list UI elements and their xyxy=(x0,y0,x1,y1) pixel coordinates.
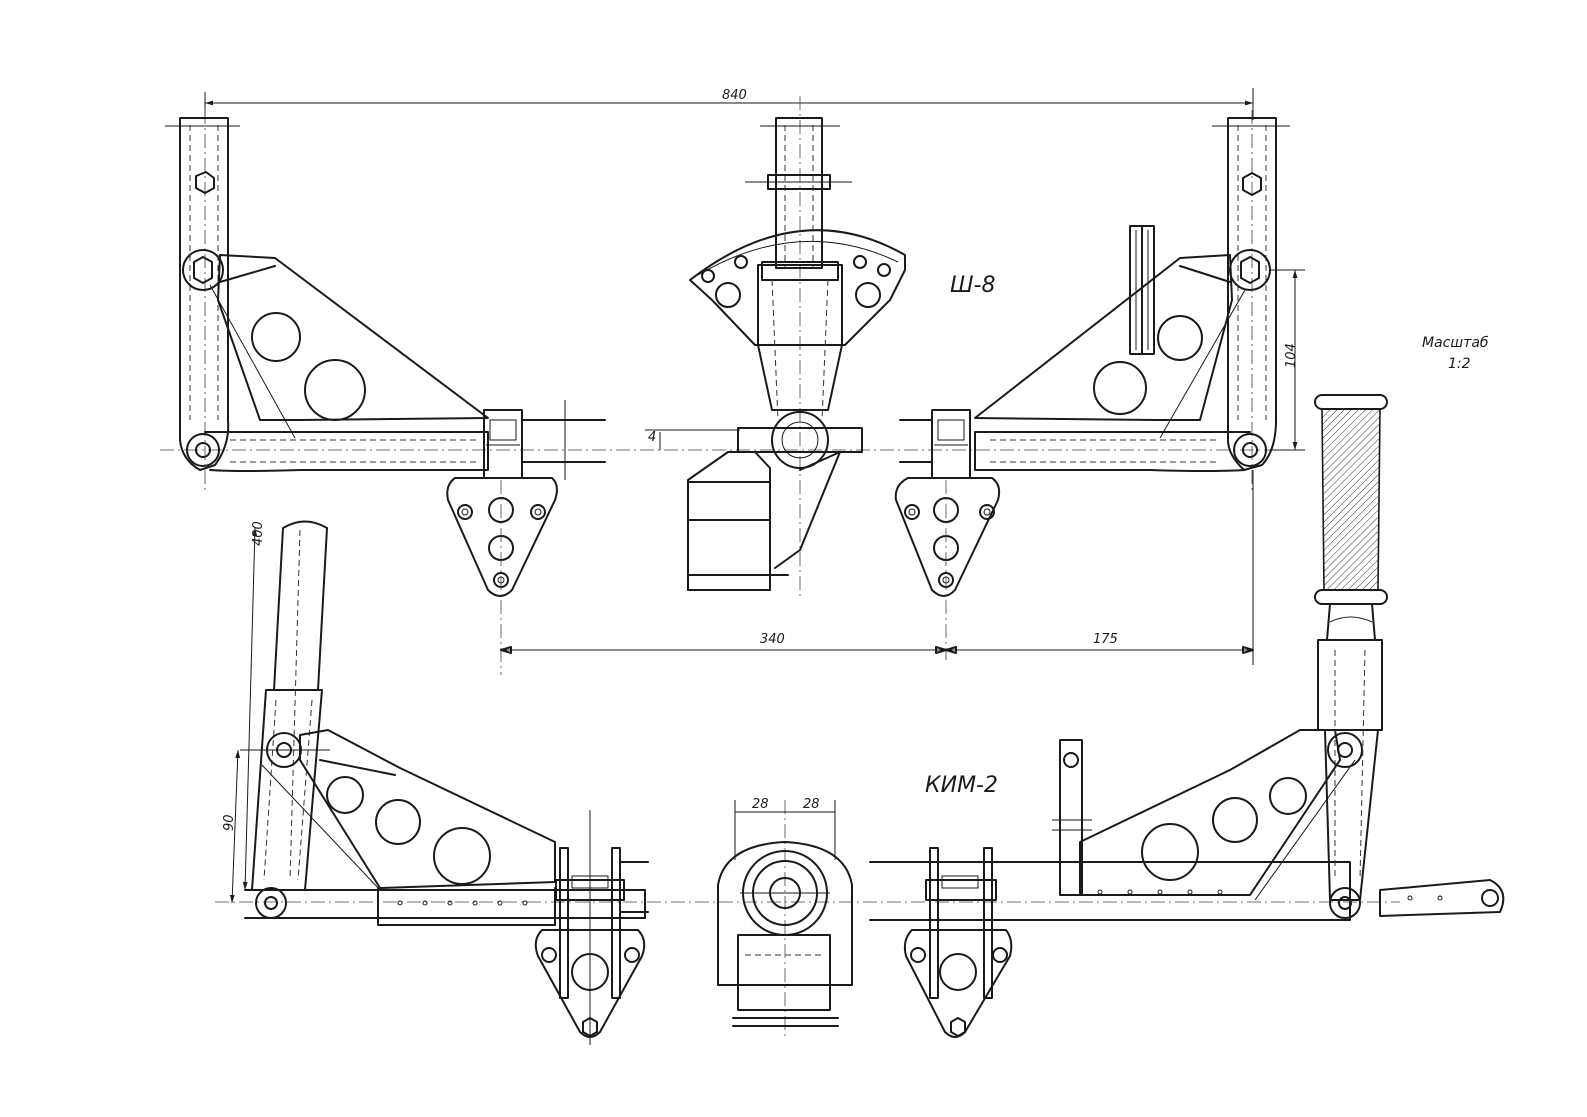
tube-rivets xyxy=(397,900,528,906)
dim-hub-left: 28 xyxy=(752,797,769,812)
dim-overall-width: 840 xyxy=(722,88,747,103)
grip-handle xyxy=(1321,408,1381,591)
center-hub-view: 28 28 xyxy=(717,797,853,1040)
scale-caption: Масштаб xyxy=(1422,335,1489,351)
dim-stick-height: 90 xyxy=(222,814,237,831)
dimension-row-lower: 340 175 xyxy=(500,470,1254,665)
center-front-view: 4 xyxy=(645,96,906,600)
top-assembly-view: 840 xyxy=(160,88,1305,675)
dim-stick-length: 400 xyxy=(251,521,266,546)
scale-note: Масштаб 1:2 xyxy=(1422,335,1489,372)
right-arm-lower-view xyxy=(869,729,1505,1038)
dimension-840: 840 xyxy=(204,88,1254,120)
left-stick-view: 400 90 xyxy=(222,520,649,1045)
bottom-assembly-view: 400 90 28 28 xyxy=(215,394,1505,1045)
dim-small-offset: 4 xyxy=(648,430,656,445)
right-control-stick xyxy=(1314,394,1388,901)
dim-lower-span-right: 175 xyxy=(1093,632,1118,647)
arm-rivets xyxy=(1097,889,1223,895)
label-kim2: КИМ-2 xyxy=(925,773,998,798)
label-sh8: Ш-8 xyxy=(950,273,995,298)
scale-value: 1:2 xyxy=(1448,356,1471,372)
right-arm-side-view: 104 xyxy=(894,110,1305,660)
dim-lower-span-left: 340 xyxy=(760,632,785,647)
dim-arm-height: 104 xyxy=(1284,343,1299,368)
left-arm-side-view xyxy=(165,110,606,675)
dim-hub-right: 28 xyxy=(803,797,820,812)
